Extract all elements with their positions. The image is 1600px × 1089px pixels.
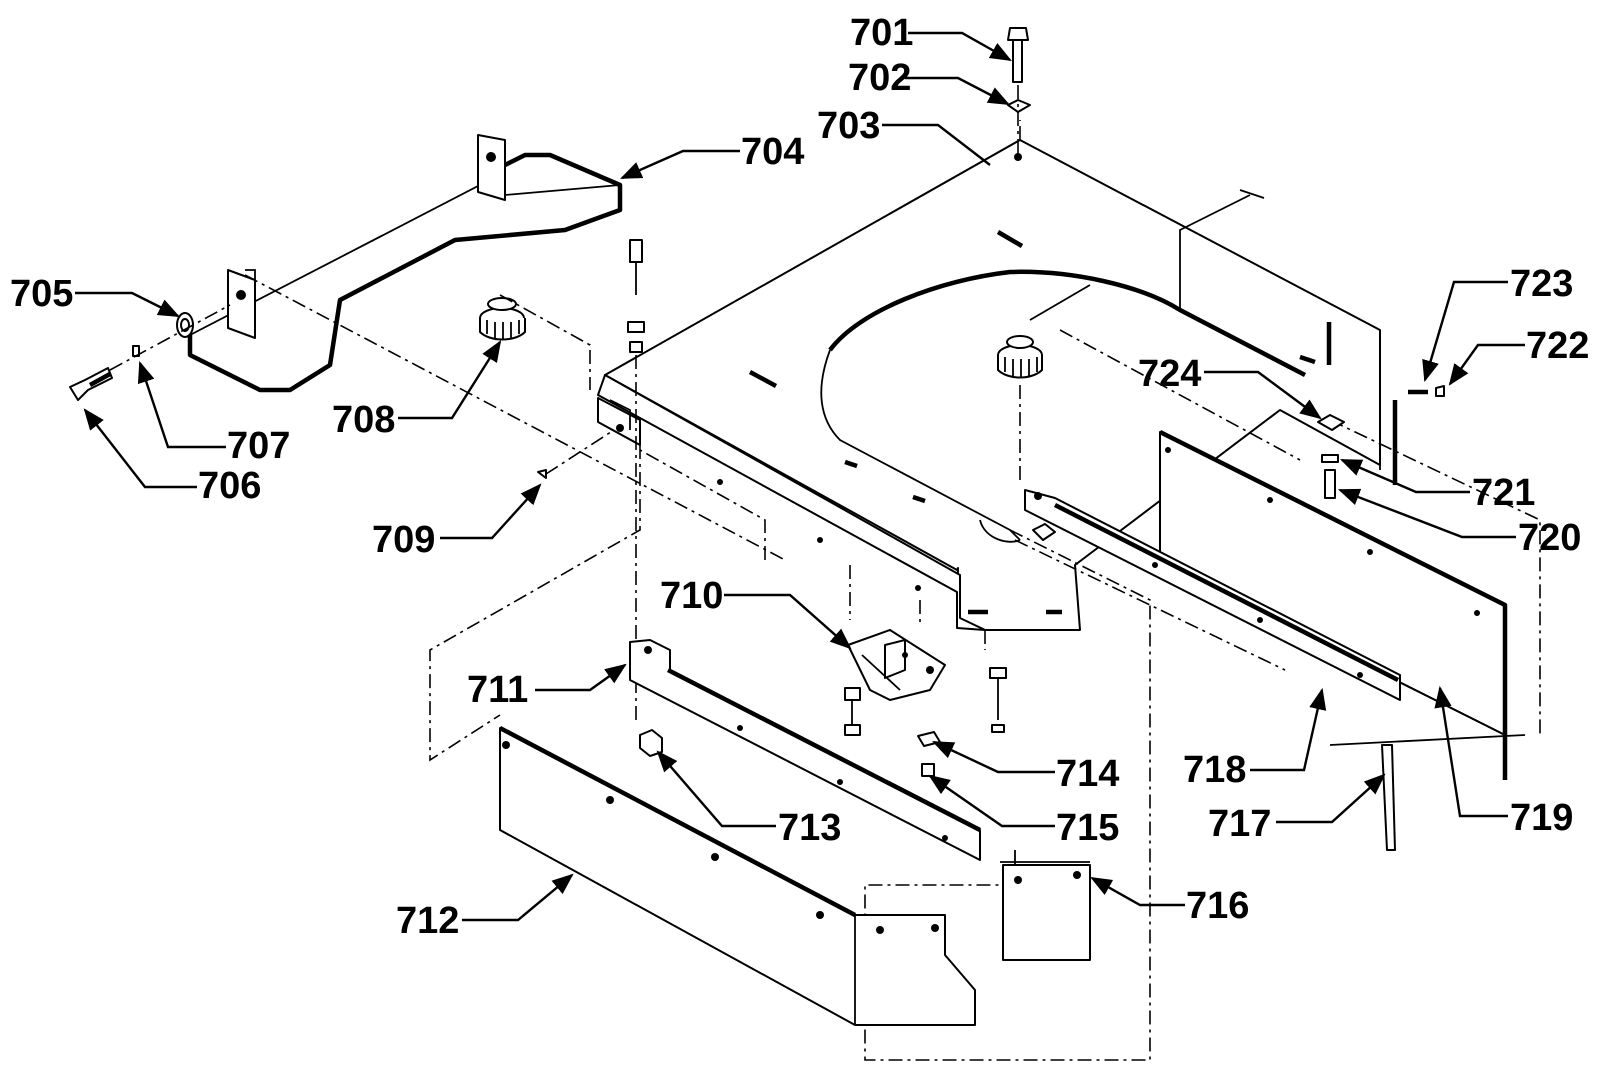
callout-723-label: 723: [1510, 263, 1573, 305]
callout-716: 716: [1090, 876, 1249, 927]
callout-717-label: 717: [1208, 803, 1271, 845]
callout-724: 724: [1138, 353, 1322, 420]
callout-718: 718: [1183, 687, 1327, 791]
callout-711-label: 711: [467, 669, 528, 711]
lower-rail-711: [629, 639, 982, 861]
plate-716: [1000, 850, 1091, 961]
callout-704: 704: [620, 131, 804, 180]
callout-714: 714: [932, 740, 1119, 795]
callout-721: 721: [1340, 458, 1535, 514]
callout-707-label: 707: [227, 425, 290, 467]
blade-717: [1329, 734, 1526, 851]
callout-705: 705: [10, 273, 180, 318]
callout-710: 710: [660, 575, 852, 650]
callout-705-label: 705: [10, 273, 73, 315]
mounting-bracket-704: [187, 134, 623, 393]
callout-718-label: 718: [1183, 749, 1246, 791]
callout-714-label: 714: [1056, 753, 1119, 795]
callout-715-label: 715: [1056, 807, 1119, 849]
callout-707: 707: [137, 360, 290, 467]
callout-703-label: 703: [817, 105, 880, 147]
callout-720-label: 720: [1518, 517, 1581, 559]
callout-709-label: 709: [372, 519, 435, 561]
callout-703: 703: [817, 105, 991, 166]
callout-724-label: 724: [1138, 353, 1201, 395]
callout-709: 709: [372, 483, 542, 561]
callout-715: 715: [928, 774, 1119, 849]
bracket-710: [847, 629, 946, 701]
bottom-panel-712: [498, 726, 976, 1026]
callout-713-label: 713: [778, 807, 841, 849]
hardware-705-706-707: [69, 304, 231, 401]
hardware-720-724: [1239, 189, 1445, 499]
callout-712-label: 712: [396, 900, 459, 942]
callout-708-label: 708: [332, 399, 395, 441]
callout-723: 723: [1422, 263, 1573, 383]
adjustment-knob-708: [479, 297, 1043, 379]
callout-717: 717: [1208, 773, 1386, 845]
rail-718: [1024, 489, 1401, 701]
bolt-701-washer-702: [1007, 27, 1031, 155]
callout-720: 720: [1337, 488, 1581, 559]
guide-lines: [244, 120, 1541, 1061]
callout-721-label: 721: [1472, 472, 1535, 514]
callout-713: 713: [656, 750, 841, 849]
screw-709: [537, 429, 615, 479]
callout-708: 708: [332, 340, 502, 441]
callout-719: 719: [1434, 685, 1573, 839]
callout-712: 712: [396, 873, 574, 942]
main-housing-703: [597, 139, 1381, 631]
callouts: 701 702 703 704 705 706 707 708: [10, 12, 1589, 942]
callout-722: 722: [1448, 325, 1589, 386]
callout-701: 701: [850, 12, 1012, 62]
callout-711: 711: [467, 663, 627, 711]
callout-702-label: 702: [848, 57, 911, 99]
callout-722-label: 722: [1526, 325, 1589, 367]
callout-702: 702: [848, 57, 1010, 106]
callout-710-label: 710: [660, 575, 723, 617]
callout-706: 706: [83, 408, 261, 507]
callout-701-label: 701: [850, 12, 913, 54]
callout-719-label: 719: [1510, 797, 1573, 839]
callout-706-label: 706: [198, 465, 261, 507]
callout-716-label: 716: [1186, 885, 1249, 927]
callout-704-label: 704: [741, 131, 804, 173]
